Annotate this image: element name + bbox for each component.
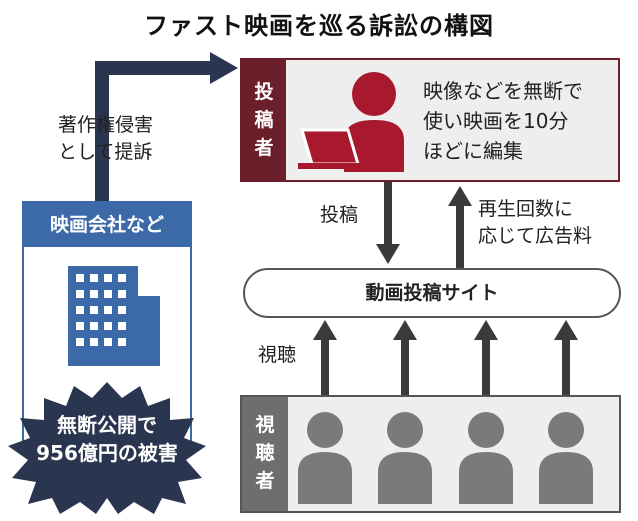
poster-tag-char1: 投 bbox=[254, 81, 274, 103]
poster-description-line3: ほどに編集 bbox=[423, 139, 523, 163]
damage-text-line2: 956億円の被害 bbox=[36, 441, 178, 465]
damage-burst bbox=[8, 382, 206, 514]
poster-tag-char2: 稿 bbox=[254, 109, 274, 131]
damage-text-line1: 無断公開で bbox=[57, 413, 157, 437]
viewer-person-icon bbox=[378, 412, 432, 504]
office-building-icon bbox=[68, 266, 160, 366]
revenue-arrow-head bbox=[448, 186, 472, 206]
viewer-person-icon bbox=[298, 412, 352, 504]
lawsuit-label: 著作権侵害 として提訴 bbox=[58, 112, 153, 166]
poster-tag-char3: 者 bbox=[254, 137, 274, 159]
revenue-label: 再生回数に 応じて広告料 bbox=[478, 196, 592, 250]
lawsuit-arrow-head bbox=[210, 52, 238, 84]
viewer-tag: 視 聴 者 bbox=[242, 397, 288, 511]
poster-description-line1: 映像などを無断で bbox=[423, 79, 583, 103]
revenue-label-line1: 再生回数に bbox=[478, 198, 574, 220]
upload-arrow-head bbox=[376, 244, 400, 264]
video-site-box: 動画投稿サイト bbox=[243, 268, 621, 318]
poster-person-laptop-icon bbox=[298, 72, 404, 172]
page-title: ファスト映画を巡る訴訟の構図 bbox=[144, 12, 494, 40]
view-arrows bbox=[313, 320, 578, 395]
poster-tag: 投 稿 者 bbox=[242, 60, 286, 180]
lawsuit-arrow bbox=[95, 61, 212, 201]
revenue-label-line2: 応じて広告料 bbox=[478, 225, 593, 247]
viewer-person-icon bbox=[459, 412, 513, 504]
viewer-tag-char1: 視 bbox=[255, 414, 275, 436]
viewer-figures bbox=[298, 412, 593, 504]
poster-box bbox=[240, 58, 620, 182]
upload-label: 投稿 bbox=[320, 204, 359, 226]
company-label: 映画会社など bbox=[24, 203, 190, 247]
poster-description-line2: 使い映画を10分 bbox=[423, 109, 569, 133]
damage-text: 無断公開で 956億円の被害 bbox=[24, 411, 190, 467]
lawsuit-label-line1: 著作権侵害 bbox=[58, 114, 154, 136]
poster-description: 映像などを無断で 使い映画を10分 ほどに編集 bbox=[423, 76, 613, 166]
viewer-tag-char2: 聴 bbox=[255, 442, 275, 464]
viewer-person-icon bbox=[539, 412, 593, 504]
viewer-tag-char3: 者 bbox=[255, 470, 275, 492]
lawsuit-label-line2: として提訴 bbox=[58, 141, 153, 163]
view-label: 視聴 bbox=[258, 344, 297, 366]
